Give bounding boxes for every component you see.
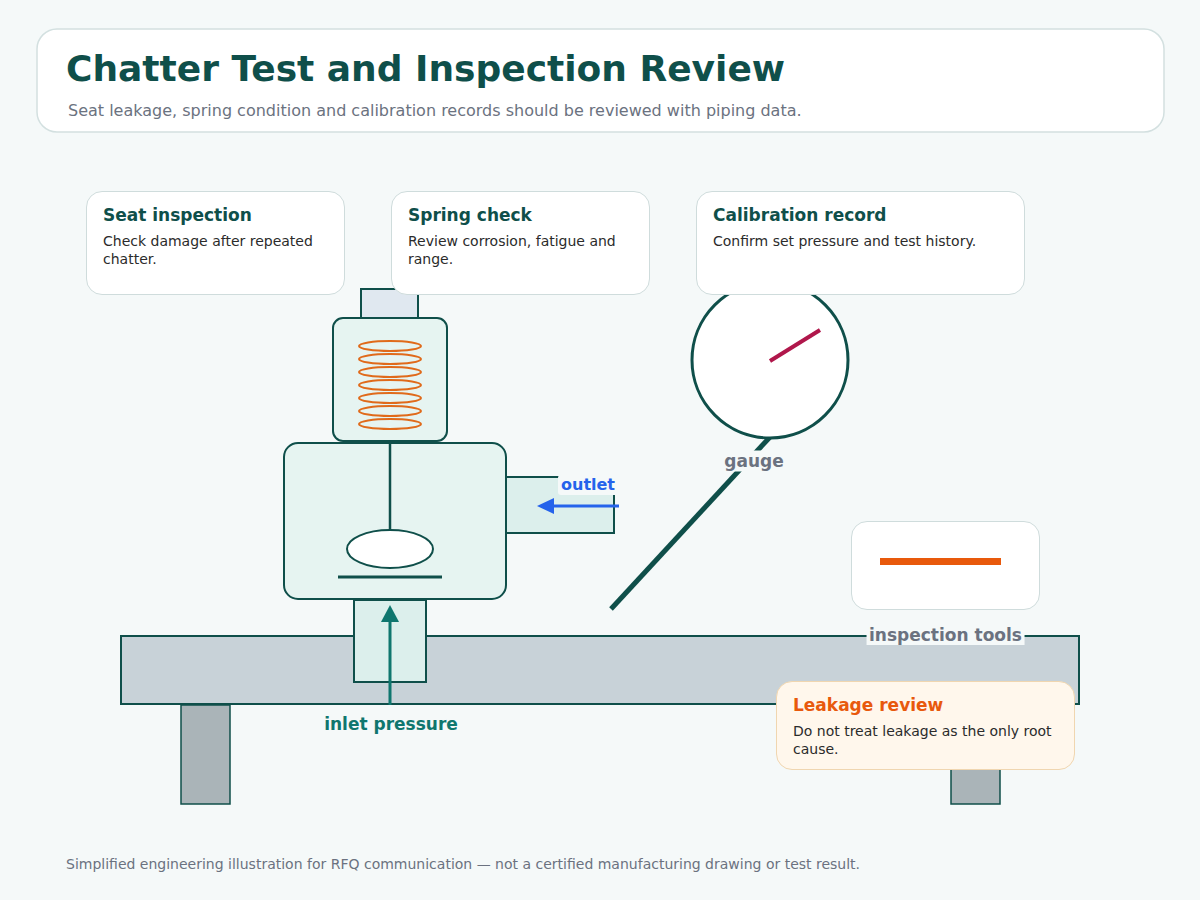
spring-coil: [359, 341, 421, 351]
card-heading: Leakage review: [793, 694, 1058, 716]
valve-disc: [347, 530, 433, 568]
page-title: Chatter Test and Inspection Review: [66, 48, 785, 89]
spring-coil: [359, 406, 421, 416]
caption: Simplified engineering illustration for …: [66, 856, 860, 872]
header-panel: [37, 29, 1164, 132]
card-heading: Seat inspection: [103, 204, 328, 226]
card-body: Review corrosion, fatigue and range.: [408, 232, 633, 268]
valve-seat: [338, 576, 442, 579]
outlet-label: outlet: [558, 475, 618, 495]
inspection-card: Seat inspectionCheck damage after repeat…: [86, 191, 345, 295]
inspection-card: Calibration recordConfirm set pressure a…: [696, 191, 1025, 295]
outlet-flow-arrow: [552, 505, 619, 508]
valve-stem: [389, 443, 392, 530]
inlet-label: inlet pressure: [324, 714, 458, 735]
arrow-head: [381, 605, 399, 622]
spring-coil: [359, 380, 421, 390]
card-body: Confirm set pressure and test history.: [713, 232, 1008, 250]
inlet-flow-arrow: [389, 620, 392, 705]
card-heading: Spring check: [408, 204, 633, 226]
tools-box: inspection tools: [851, 521, 1040, 610]
valve-body: [284, 443, 506, 599]
gauge-label: gauge: [721, 451, 786, 472]
card-heading: Calibration record: [713, 204, 1008, 226]
spring-coil: [359, 419, 421, 429]
spring-housing: [333, 318, 447, 441]
inspection-card: Spring checkReview corrosion, fatigue an…: [391, 191, 650, 295]
pressure-gauge: [692, 282, 848, 438]
gauge-needle: [770, 330, 820, 361]
arrow-head: [537, 498, 554, 514]
spring-coil: [359, 354, 421, 364]
card-body: Do not treat leakage as the only root ca…: [793, 722, 1058, 758]
spring-coil: [359, 393, 421, 403]
warning-card: Leakage review Do not treat leakage as th…: [776, 681, 1075, 770]
subtitle: Seat leakage, spring condition and calib…: [68, 101, 802, 121]
tool-bar: [880, 558, 1001, 565]
table-leg: [181, 705, 230, 804]
card-body: Check damage after repeated chatter.: [103, 232, 328, 268]
spring-coils: [359, 341, 421, 429]
tools-label: inspection tools: [866, 625, 1025, 645]
spring-coil: [359, 367, 421, 377]
